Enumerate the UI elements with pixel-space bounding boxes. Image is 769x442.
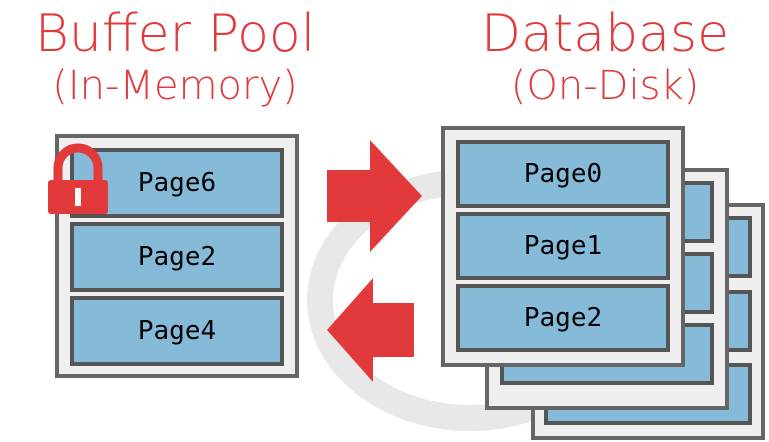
database-title: Database xyxy=(480,4,730,64)
buffer-pool-title: Buffer Pool xyxy=(34,4,316,64)
buffer-pool-page-slot: Page4 xyxy=(70,296,284,366)
database-subtitle: (On-Disk) xyxy=(510,63,700,109)
database-page-slot: Page1 xyxy=(456,212,670,280)
buffer-pool-subtitle: (In-Memory) xyxy=(52,63,298,109)
buffer-pool-page-slot: Page2 xyxy=(70,222,284,292)
database-page-slot: Page0 xyxy=(456,140,670,208)
database-page-slot: Page2 xyxy=(456,284,670,352)
